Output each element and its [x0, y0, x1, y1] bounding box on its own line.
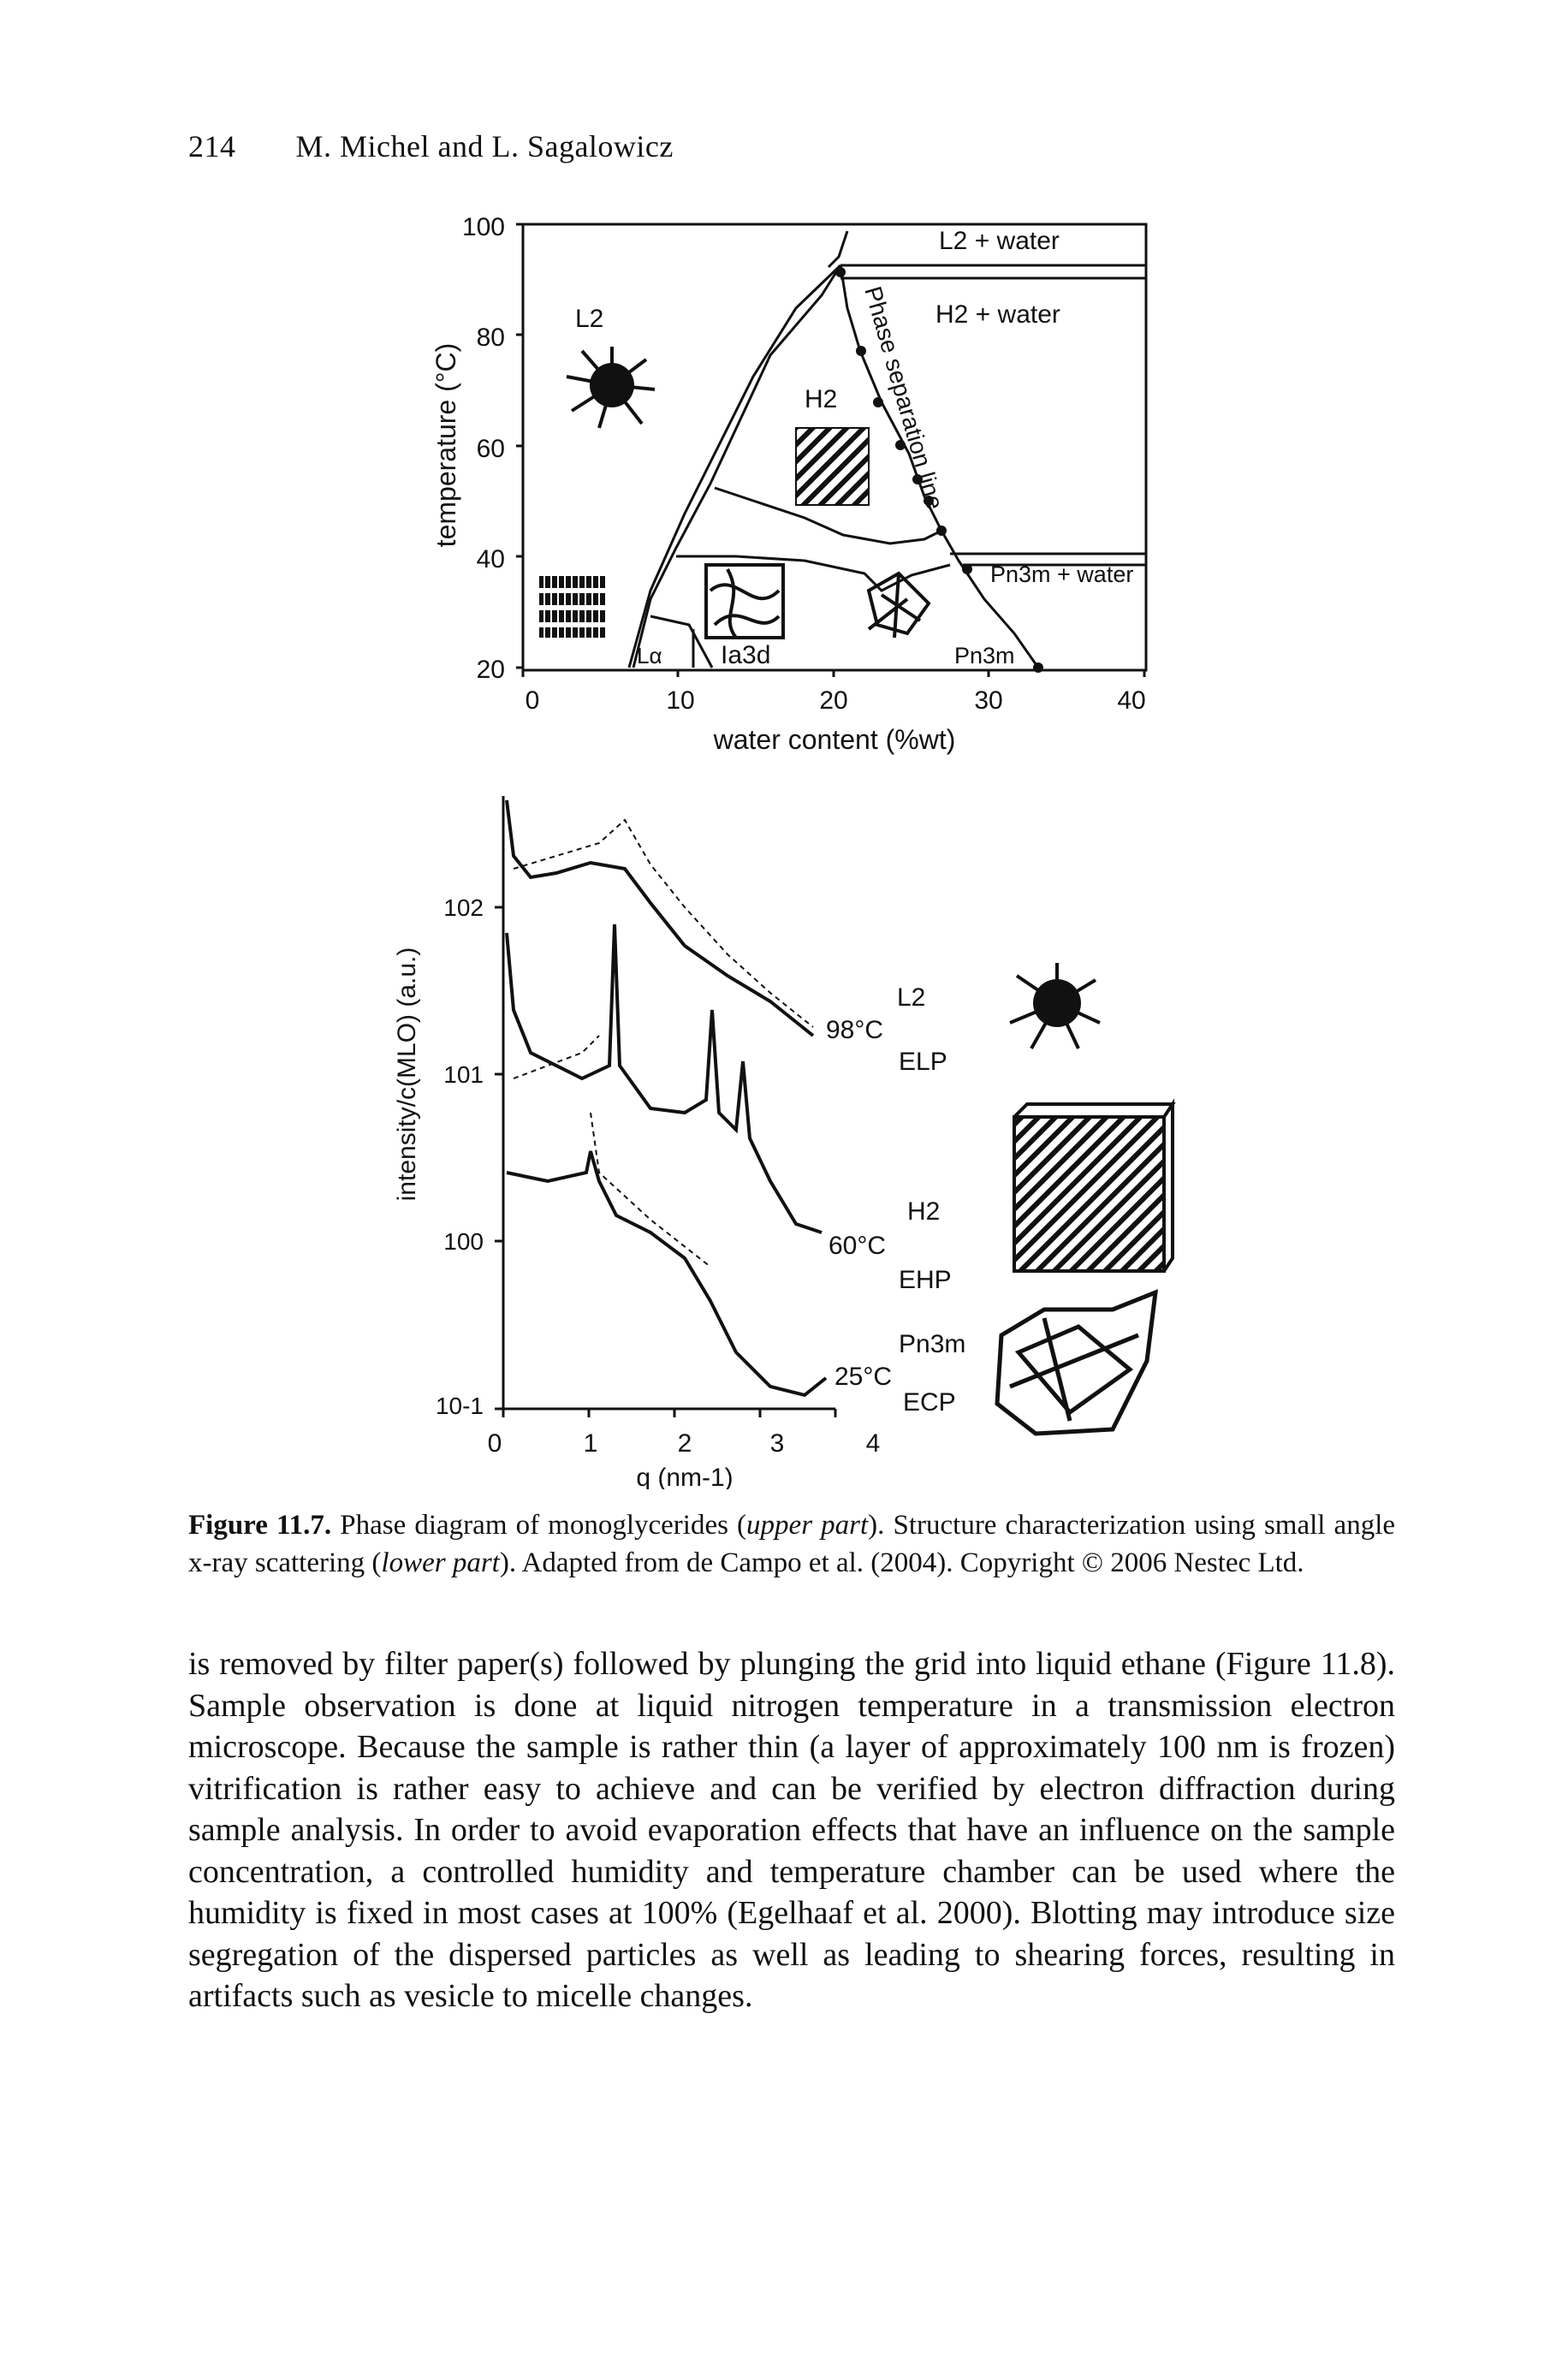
caption-text-2: ). Structure characterization using smal…: [188, 1510, 1396, 1578]
saxs-xtick-4: 4: [866, 1429, 881, 1458]
l2-micelle-illustration: [1009, 963, 1101, 1049]
temp-98C: 98°C: [826, 1016, 883, 1044]
label-L2-water: L2 + water: [939, 227, 1060, 255]
phase-diagram: 100 80 60 40 20 0 10 20 30 40 water cont…: [431, 213, 1148, 755]
label-Pn3m-water: Pn3m + water: [990, 561, 1133, 587]
phase-xtick-30: 30: [974, 686, 1002, 715]
caption-lower: lower part: [381, 1547, 500, 1578]
curve-60C-fit: [513, 1035, 600, 1079]
lamellar-illustration: [539, 573, 606, 638]
saxs-ytick-2: 102: [443, 894, 484, 921]
saxs-xtick-3: 3: [770, 1429, 785, 1458]
phase-ytick-20: 20: [477, 656, 505, 684]
saxs-xtick-2: 2: [678, 1429, 692, 1458]
temp-25C: 25°C: [834, 1363, 892, 1391]
phase-Pn3m: Pn3m: [899, 1330, 965, 1358]
hexagonal-illustration: [795, 427, 870, 506]
phase-xtick-10: 10: [666, 686, 694, 715]
curve-25C-fit: [590, 1112, 711, 1268]
curve-98C: [505, 799, 815, 1037]
curve-25C: [506, 1150, 828, 1398]
figure: 100 80 60 40 20 0 10 20 30 40 water cont…: [393, 213, 1176, 1489]
phase-ytick-80: 80: [477, 324, 505, 352]
saxs-xtick-1: 1: [584, 1429, 598, 1458]
micelle-illustration: [566, 347, 656, 429]
label-Pn3m: Pn3m: [954, 643, 1015, 668]
phase-ytick-100: 100: [462, 213, 505, 241]
phase-ytick-60: 60: [477, 435, 505, 463]
phase-ytick-40: 40: [477, 545, 505, 573]
saxs-ytick-0: 100: [443, 1228, 484, 1255]
label-H2-water: H2 + water: [935, 300, 1060, 329]
temp-60C: 60°C: [829, 1232, 886, 1260]
saxs-ytick-1: 101: [443, 1061, 484, 1088]
saxs-ylabel: intensity/c(MLO) (a.u.): [393, 947, 421, 1202]
phase-xtick-20: 20: [819, 686, 847, 715]
saxs-xtick-0: 0: [488, 1429, 502, 1458]
h2-hexagonal-illustration: [1013, 1098, 1176, 1273]
ia3d-cubic-illustration: [704, 563, 785, 639]
pn3m-cubic-illustration: [866, 571, 931, 639]
saxs-xlabel: q (nm-1): [636, 1464, 733, 1489]
phase-xtick-0: 0: [526, 686, 540, 715]
curve-98C-fit: [513, 818, 814, 1028]
phase-xtick-40: 40: [1117, 686, 1145, 715]
curve-60C: [505, 924, 823, 1234]
page-number: 214: [188, 129, 236, 163]
label-L2: L2: [575, 305, 603, 333]
running-header: 214 M. Michel and L. Sagalowicz: [188, 128, 674, 164]
phase-ylabel: temperature (°C): [431, 343, 461, 548]
saxs-plot: 102 101 100 10-1 0 1 2 3 4 q (nm-1) inte…: [393, 796, 1176, 1489]
saxs-ytick-minus1: 10-1: [436, 1393, 484, 1419]
label-La: Lα: [637, 643, 662, 668]
caption-upper: upper part: [746, 1510, 869, 1541]
header-authors: M. Michel and L. Sagalowicz: [295, 129, 674, 163]
caption-text-3: ). Adapted from de Campo et al. (2004). …: [499, 1547, 1304, 1578]
caption-label: Figure 11.7.: [188, 1510, 332, 1541]
body-paragraph: is removed by filter paper(s) followed b…: [188, 1646, 1395, 2014]
label-Ia3d: Ia3d: [721, 641, 770, 669]
phase-H2: H2: [907, 1197, 940, 1226]
pn3m-cubic-side-illustration: [995, 1289, 1159, 1436]
phase-xlabel: water content (%wt): [713, 724, 956, 755]
name-ELP: ELP: [899, 1048, 947, 1076]
label-H2: H2: [805, 385, 837, 413]
name-EHP: EHP: [899, 1266, 952, 1294]
phase-L2: L2: [897, 983, 925, 1012]
figure-caption: Figure 11.7. Phase diagram of monoglycer…: [188, 1506, 1395, 1582]
name-ECP: ECP: [903, 1388, 956, 1417]
caption-text-1: Phase diagram of monoglycerides (: [331, 1510, 747, 1541]
